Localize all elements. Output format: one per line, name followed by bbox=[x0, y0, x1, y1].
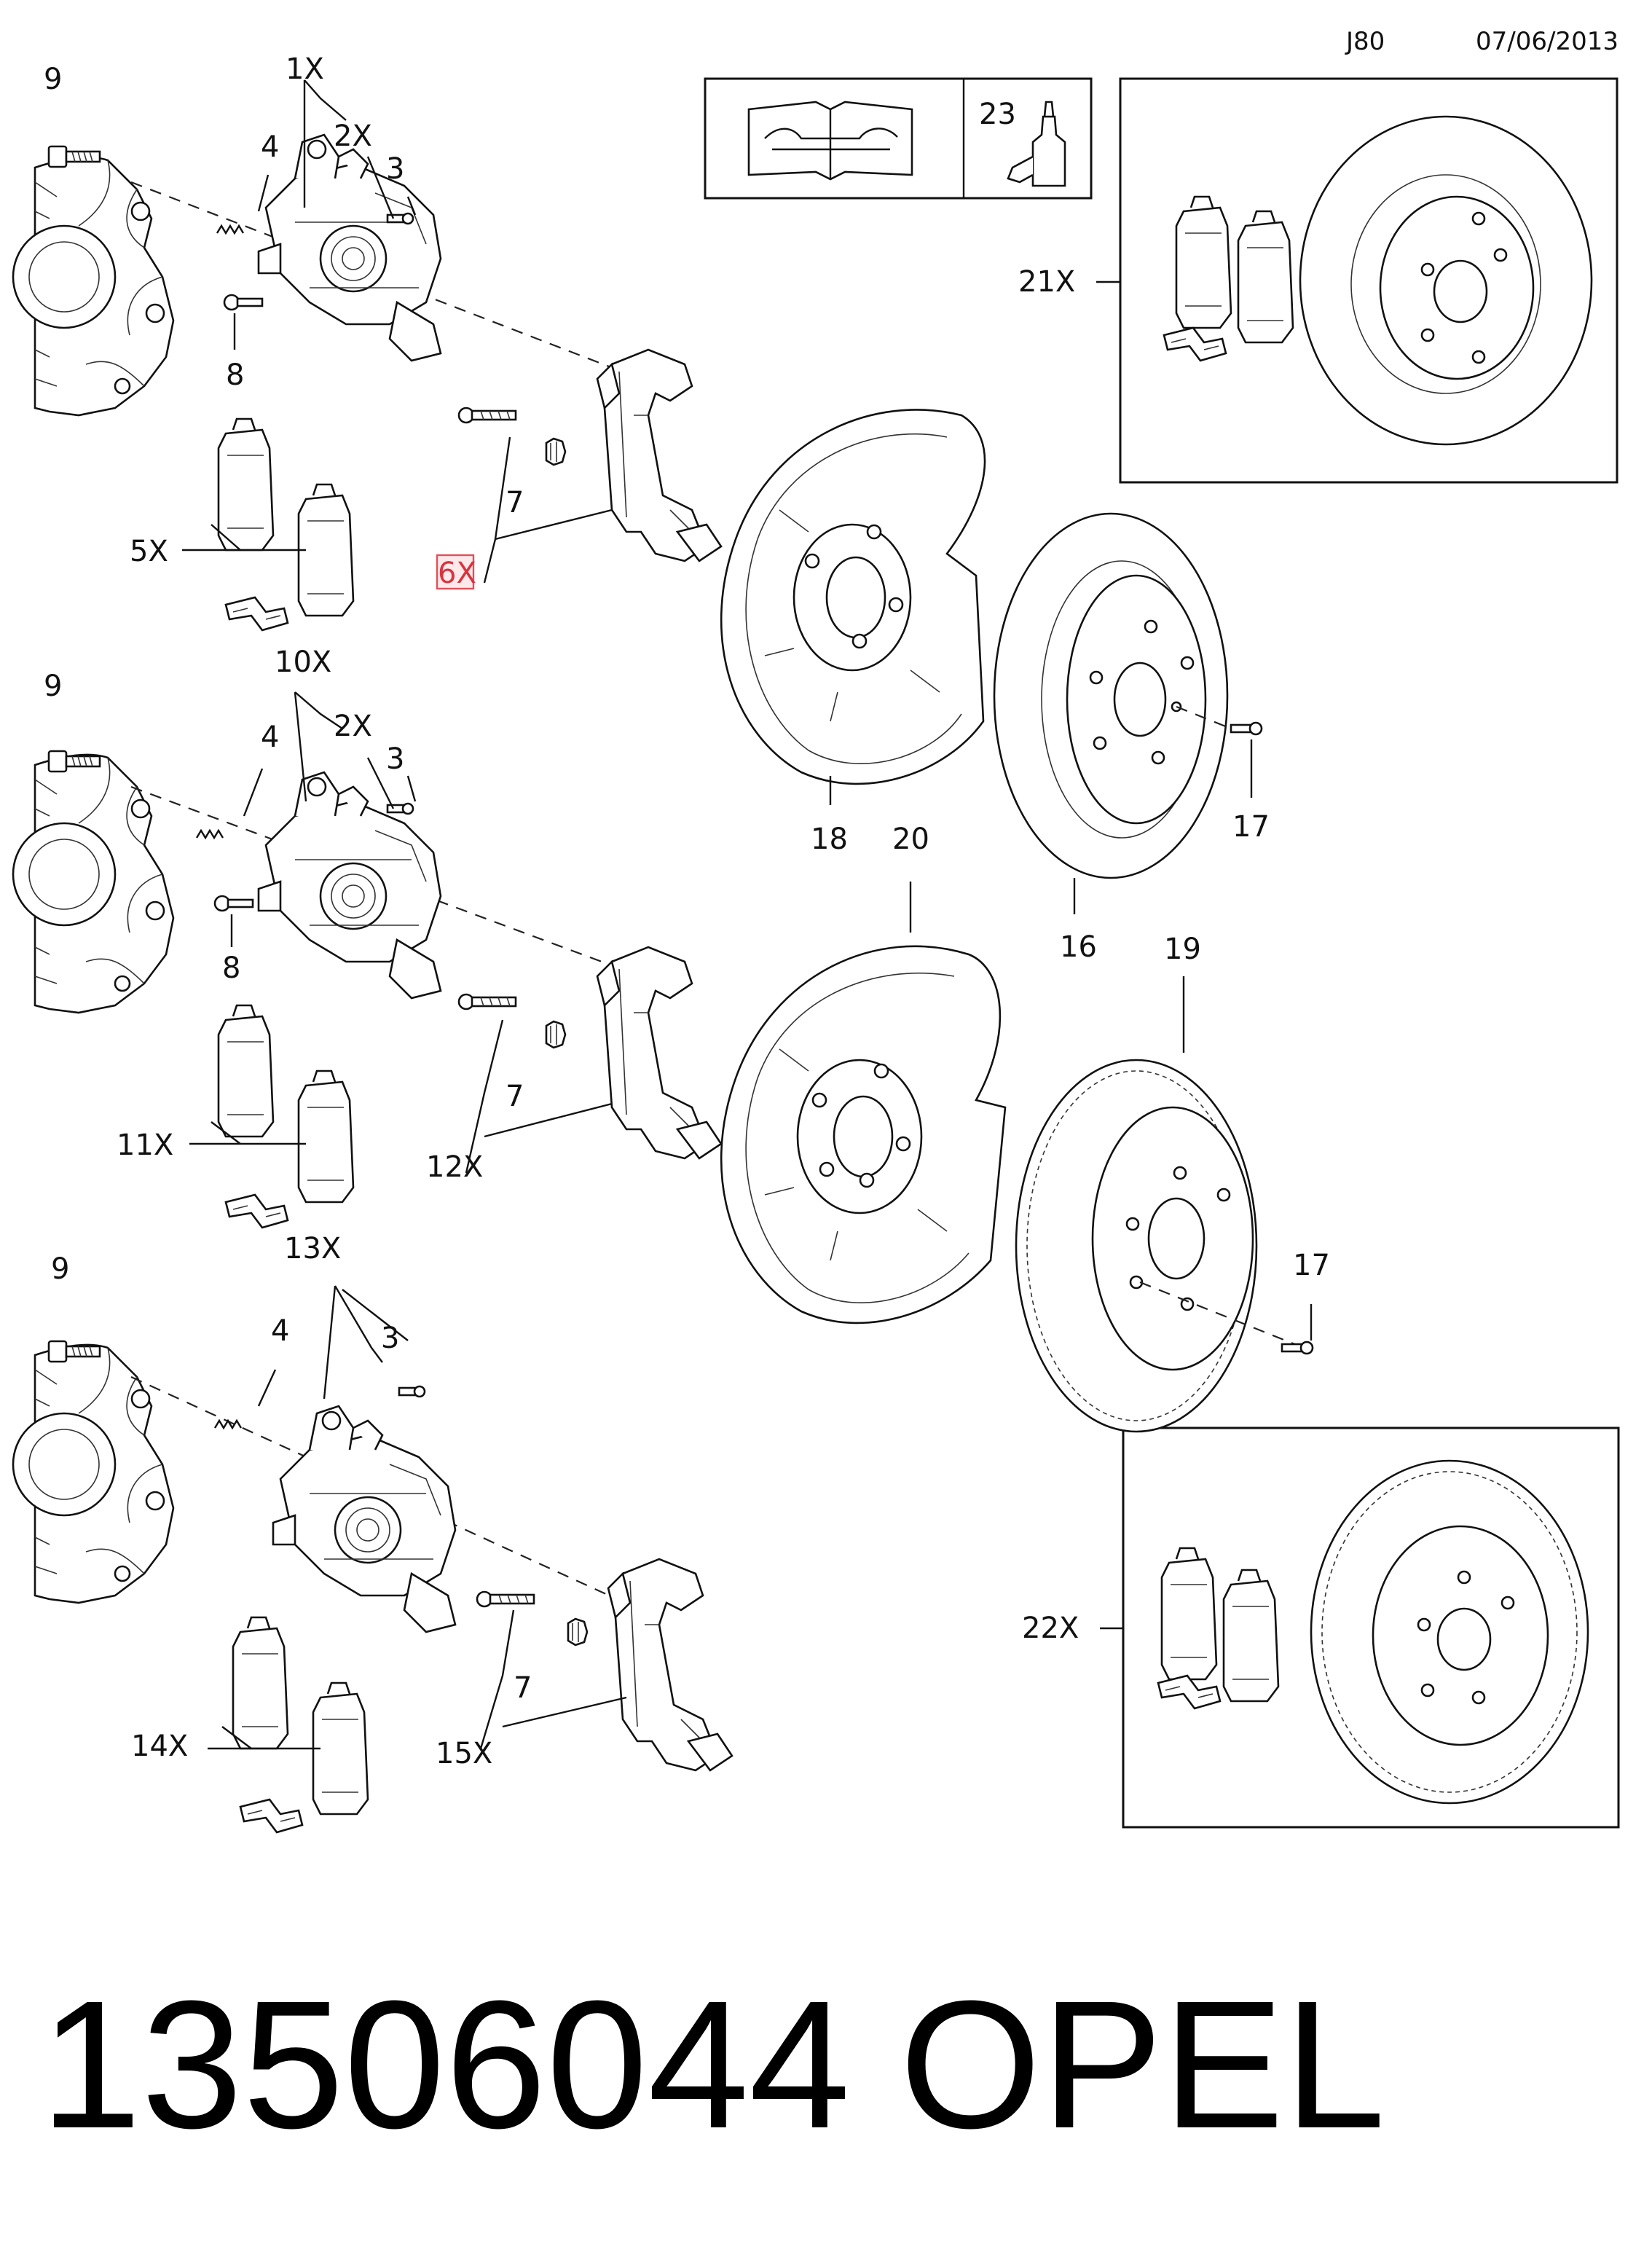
callout-8-group1: 8 bbox=[226, 358, 244, 392]
screw-17b bbox=[1281, 1341, 1314, 1355]
callout-13x: 13X bbox=[284, 1232, 341, 1265]
callout-3-group1: 3 bbox=[386, 152, 404, 186]
callout-18: 18 bbox=[811, 823, 848, 856]
brake-disc-21x bbox=[1299, 115, 1593, 446]
callout-16: 16 bbox=[1060, 930, 1097, 964]
footer-brand: OPEL bbox=[900, 1963, 1385, 2166]
backing-plate-20 bbox=[720, 945, 1007, 1324]
callout-1x: 1X bbox=[286, 52, 324, 86]
assembly-group-2 bbox=[12, 691, 723, 1229]
brake-disc-16 bbox=[993, 512, 1229, 879]
callout-22x: 22X bbox=[1022, 1612, 1079, 1645]
callout-2x-group1: 2X bbox=[334, 119, 372, 153]
callout-17-a: 17 bbox=[1232, 810, 1270, 844]
callout-11x: 11X bbox=[117, 1129, 173, 1162]
assembly-group-1 bbox=[12, 79, 723, 632]
callout-9-group3: 9 bbox=[51, 1252, 69, 1286]
callout-6x-highlighted[interactable]: 6X bbox=[436, 554, 476, 590]
vented-brake-disc-22x bbox=[1310, 1459, 1589, 1805]
callout-17-b: 17 bbox=[1293, 1249, 1330, 1282]
callout-3-group2: 3 bbox=[386, 742, 404, 776]
callout-8-group2: 8 bbox=[222, 951, 240, 985]
callout-21x: 21X bbox=[1018, 265, 1075, 299]
callout-7-group3: 7 bbox=[514, 1671, 532, 1705]
footer-part-number: 13506044 bbox=[40, 1963, 850, 2166]
callout-15x: 15X bbox=[436, 1737, 492, 1770]
kit-box-21x bbox=[1096, 77, 1618, 484]
screw-17a bbox=[1230, 721, 1263, 736]
fluid-bottle-icon bbox=[1007, 101, 1066, 187]
legend-fluid-number: 23 bbox=[979, 98, 1016, 131]
callout-4-group1: 4 bbox=[261, 130, 279, 164]
callout-3-group3: 3 bbox=[381, 1322, 399, 1355]
vented-brake-disc-19 bbox=[1015, 1059, 1258, 1433]
callout-9-group2: 9 bbox=[44, 670, 62, 703]
legend-box: 23 bbox=[704, 77, 1093, 200]
manual-book-icon bbox=[747, 101, 913, 181]
kit-box-22x bbox=[1100, 1426, 1620, 1829]
callout-7-group1: 7 bbox=[506, 486, 524, 519]
callout-7-group2: 7 bbox=[506, 1080, 524, 1113]
callout-19: 19 bbox=[1164, 933, 1201, 966]
callout-4-group2: 4 bbox=[261, 721, 279, 754]
callout-14x: 14X bbox=[131, 1730, 188, 1763]
header-code: J80 bbox=[1345, 27, 1385, 56]
callout-20: 20 bbox=[892, 823, 929, 856]
callout-4-group3: 4 bbox=[271, 1314, 289, 1348]
assembly-group-3 bbox=[12, 1285, 733, 1834]
callout-2x-group2: 2X bbox=[334, 710, 372, 743]
callout-6x[interactable]: 6X bbox=[438, 557, 476, 590]
callout-9-group1: 9 bbox=[44, 63, 62, 96]
header-date: 07/06/2013 bbox=[1476, 27, 1618, 56]
callout-10x: 10X bbox=[275, 645, 331, 679]
callout-5x: 5X bbox=[130, 535, 168, 568]
callout-12x: 12X bbox=[426, 1150, 483, 1184]
backing-plate-18 bbox=[720, 409, 986, 785]
